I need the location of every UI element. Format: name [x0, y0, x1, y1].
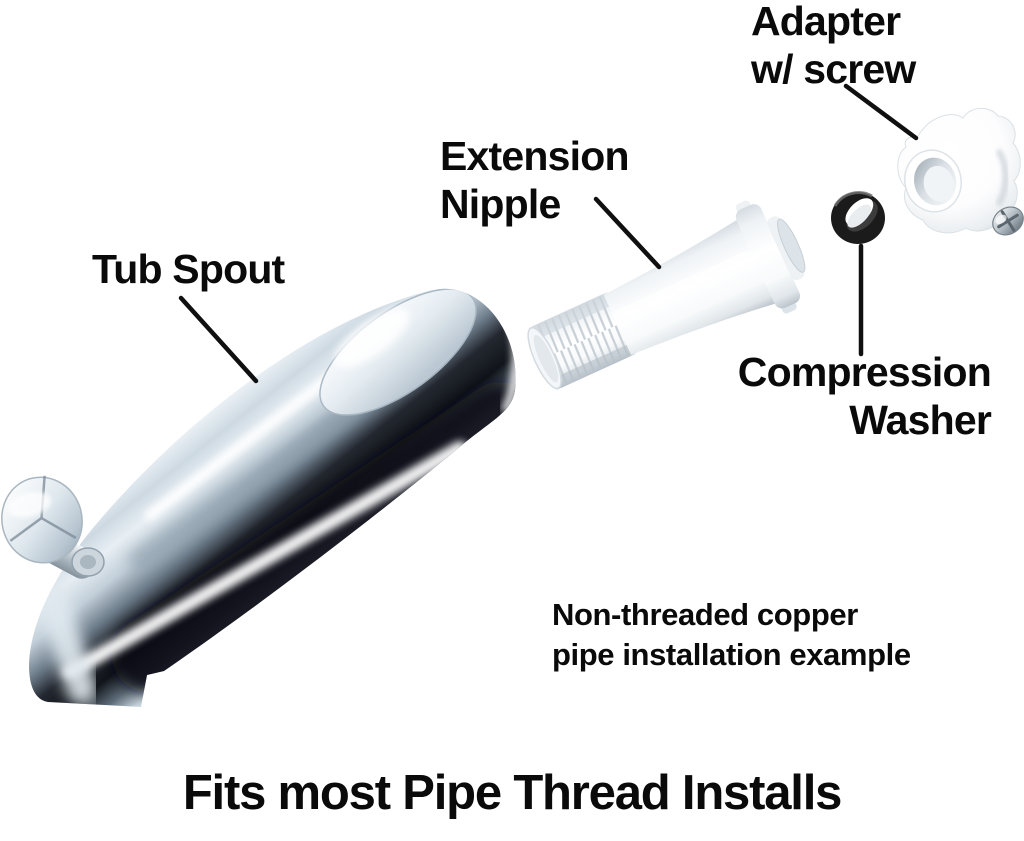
- compression-washer-label-line2: Washer: [849, 396, 992, 443]
- extension-nipple-illustration: [527, 200, 806, 390]
- extension-nipple-label-line2: Nipple: [440, 180, 561, 227]
- tub-spout-illustration: [1, 288, 516, 707]
- tub-spout-label-text: Tub Spout: [92, 246, 285, 292]
- extension-nipple-label: Extension Nipple: [440, 133, 630, 228]
- adapter-label: Adapter w/ screw: [751, 0, 916, 93]
- compression-washer-illustration: [831, 191, 885, 244]
- leader-line-tub-spout: [178, 295, 259, 384]
- diverter-knob: [1, 475, 105, 579]
- compression-washer-label-line1: Compression: [737, 349, 992, 395]
- adapter-label-line1: Adapter: [751, 0, 901, 44]
- leader-line-adapter: [843, 83, 919, 141]
- adapter-with-screw-illustration: [897, 107, 1024, 236]
- installation-caption-line2: pipe installation example: [552, 637, 911, 673]
- installation-caption-line1: Non-threaded copper: [552, 597, 858, 632]
- headline: Fits most Pipe Thread Installs: [182, 766, 843, 820]
- adapter-label-line2: w/ screw: [751, 45, 916, 92]
- extension-nipple-label-line1: Extension: [440, 133, 630, 179]
- tub-spout-label: Tub Spout: [92, 246, 285, 294]
- leader-line-extension-nipple: [593, 196, 662, 270]
- compression-washer-label: Compression Washer: [737, 349, 992, 444]
- installation-caption: Non-threaded copper pipe installation ex…: [552, 595, 911, 676]
